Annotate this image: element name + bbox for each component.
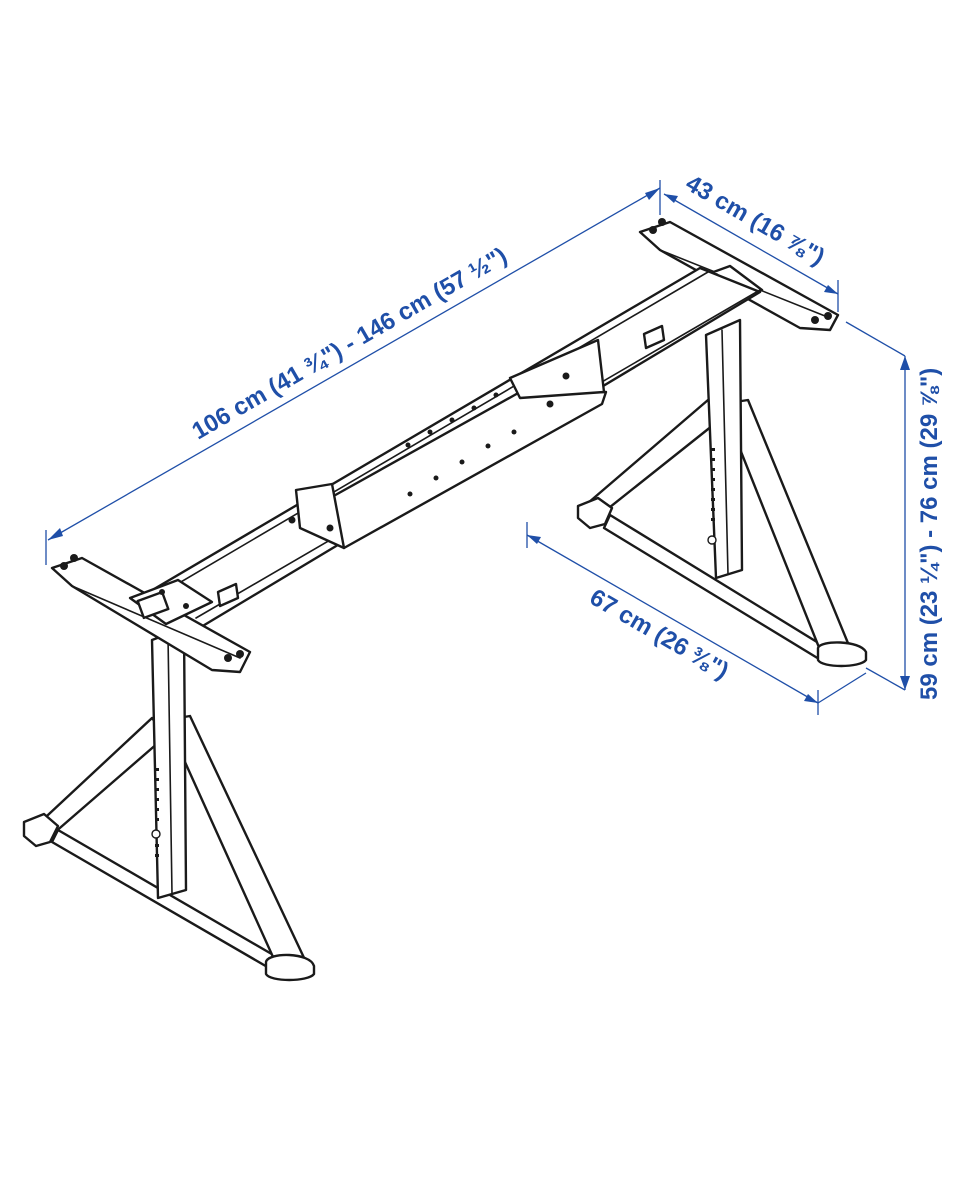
back-leg-holes xyxy=(707,448,717,545)
height-dimension: 59 cm (23 ¼") - 76 cm (29 ⅞") xyxy=(845,321,943,700)
telescopic-rails xyxy=(130,266,762,632)
back-leg xyxy=(576,318,868,668)
front-top-bracket xyxy=(50,554,252,674)
front-leg-holes xyxy=(151,768,161,857)
depth-foot-label: 67 cm (26 ⅜") xyxy=(585,584,733,685)
rail-holes xyxy=(288,372,570,532)
height-label: 59 cm (23 ¼") - 76 cm (29 ⅞") xyxy=(916,368,943,700)
front-leg xyxy=(22,626,316,982)
